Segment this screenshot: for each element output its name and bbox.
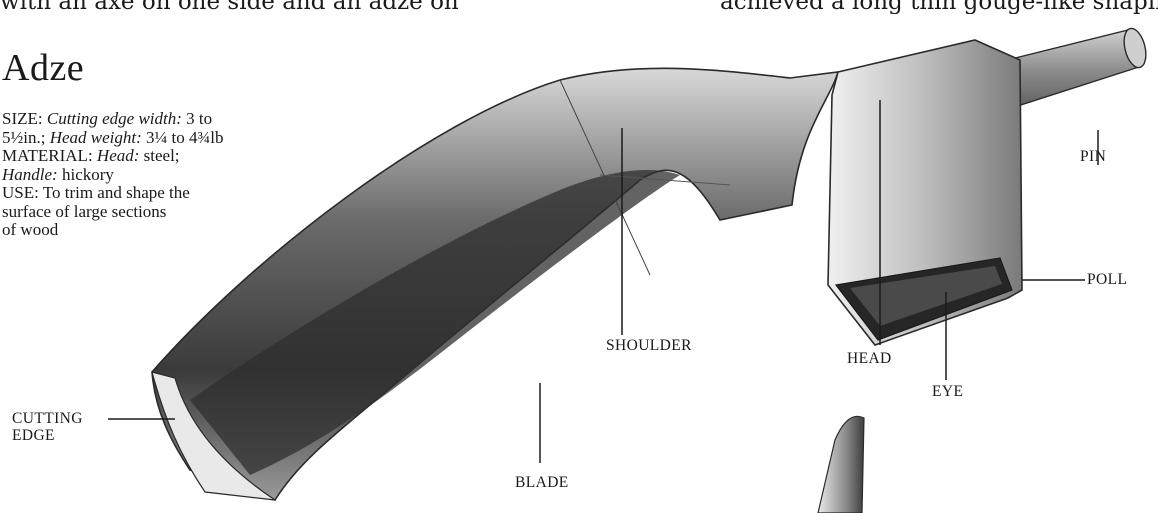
blade-label: BLADE [515, 474, 569, 491]
handle-stub-shape [818, 416, 864, 513]
head-label: HEAD [847, 350, 892, 367]
pin-label: PIN [1080, 148, 1106, 165]
eye-label: EYE [932, 383, 963, 400]
cutting-edge-label-1: CUTTING [12, 410, 83, 427]
head-shape [828, 40, 1022, 345]
poll-label: POLL [1087, 271, 1127, 288]
cutting-edge-label-2: EDGE [12, 427, 55, 444]
shoulder-label: SHOULDER [606, 337, 692, 354]
blade-shape [152, 68, 838, 500]
